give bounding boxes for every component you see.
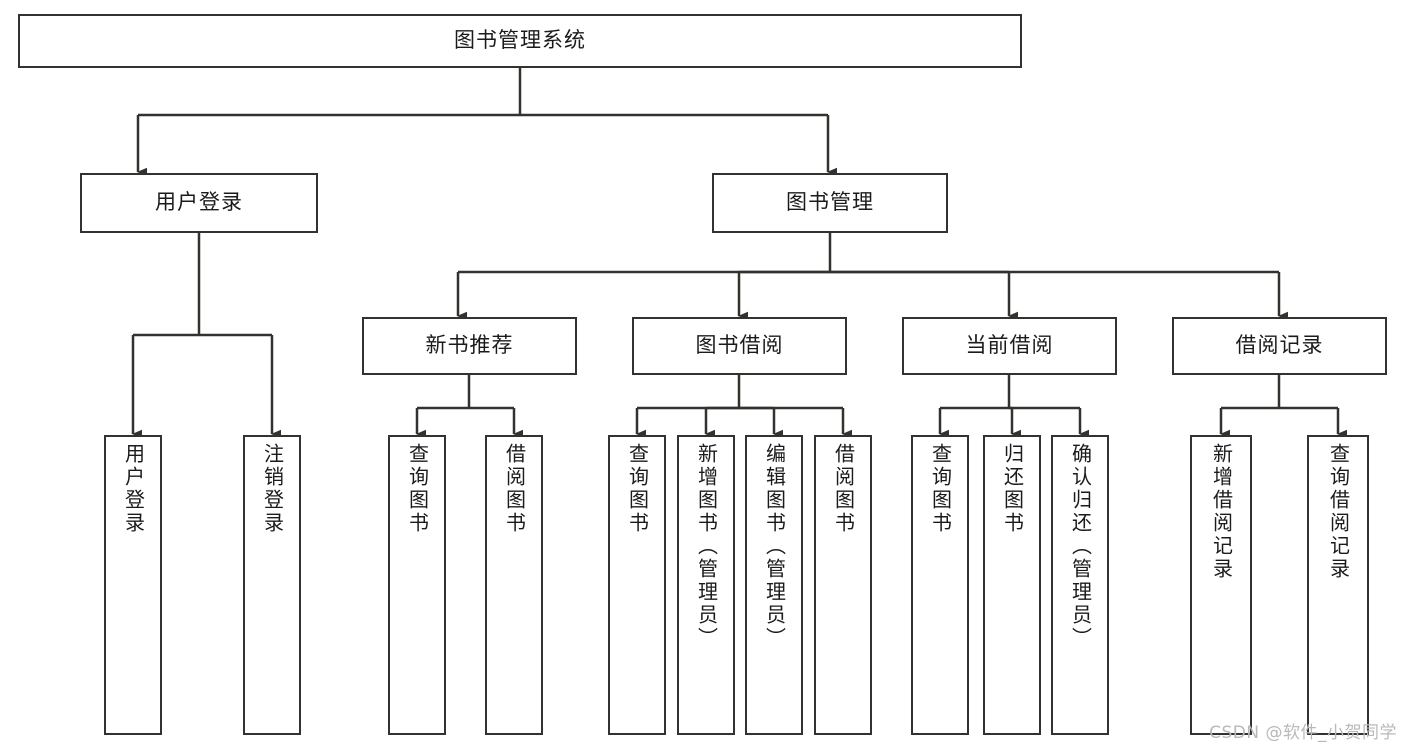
node-book-borrow-label: 图书借阅 bbox=[695, 333, 784, 358]
node-leaf-query-book-3[interactable]: 查询图书 bbox=[911, 435, 969, 735]
node-leaf-borrow-book-2[interactable]: 借阅图书 bbox=[814, 435, 872, 735]
node-new-book-recommend-label: 新书推荐 bbox=[425, 333, 514, 358]
node-current-borrow[interactable]: 当前借阅 bbox=[902, 317, 1117, 375]
node-borrow-record[interactable]: 借阅记录 bbox=[1172, 317, 1387, 375]
node-leaf-query-record-label: 查询借阅记录 bbox=[1326, 443, 1351, 581]
node-leaf-add-record[interactable]: 新增借阅记录 bbox=[1190, 435, 1252, 735]
node-leaf-query-book-2[interactable]: 查询图书 bbox=[608, 435, 666, 735]
node-leaf-user-login-label: 用户登录 bbox=[121, 443, 146, 535]
node-leaf-add-book-label: 新增图书（管理员） bbox=[694, 443, 719, 650]
node-leaf-user-login[interactable]: 用户登录 bbox=[104, 435, 162, 735]
node-leaf-logout[interactable]: 注销登录 bbox=[243, 435, 301, 735]
node-leaf-confirm-return-label: 确认归还（管理员） bbox=[1068, 443, 1093, 650]
node-new-book-recommend[interactable]: 新书推荐 bbox=[362, 317, 577, 375]
node-borrow-record-label: 借阅记录 bbox=[1235, 333, 1324, 358]
node-leaf-return-book-label: 归还图书 bbox=[1000, 443, 1025, 535]
node-leaf-add-record-label: 新增借阅记录 bbox=[1209, 443, 1234, 581]
node-user-login[interactable]: 用户登录 bbox=[80, 173, 318, 233]
edge-group bbox=[131, 68, 1347, 439]
node-leaf-confirm-return[interactable]: 确认归还（管理员） bbox=[1051, 435, 1109, 735]
node-book-borrow[interactable]: 图书借阅 bbox=[632, 317, 847, 375]
node-root-label: 图书管理系统 bbox=[454, 28, 586, 53]
node-book-manage[interactable]: 图书管理 bbox=[712, 173, 948, 233]
node-leaf-query-book-3-label: 查询图书 bbox=[928, 443, 953, 535]
node-leaf-query-record[interactable]: 查询借阅记录 bbox=[1307, 435, 1369, 735]
node-current-borrow-label: 当前借阅 bbox=[965, 333, 1054, 358]
node-leaf-borrow-book-1-label: 借阅图书 bbox=[502, 443, 527, 535]
node-leaf-borrow-book-1[interactable]: 借阅图书 bbox=[485, 435, 543, 735]
node-leaf-query-book-1[interactable]: 查询图书 bbox=[388, 435, 446, 735]
node-leaf-query-book-2-label: 查询图书 bbox=[625, 443, 650, 535]
node-user-login-label: 用户登录 bbox=[155, 190, 243, 215]
node-leaf-logout-label: 注销登录 bbox=[260, 443, 285, 535]
csdn-watermark: CSDN @软件_小贺同学 bbox=[1209, 723, 1397, 743]
node-leaf-return-book[interactable]: 归还图书 bbox=[983, 435, 1041, 735]
node-book-manage-label: 图书管理 bbox=[786, 190, 874, 215]
node-root[interactable]: 图书管理系统 bbox=[18, 14, 1022, 68]
node-leaf-edit-book[interactable]: 编辑图书（管理员） bbox=[745, 435, 803, 735]
node-leaf-query-book-1-label: 查询图书 bbox=[405, 443, 430, 535]
node-leaf-borrow-book-2-label: 借阅图书 bbox=[831, 443, 856, 535]
node-leaf-add-book[interactable]: 新增图书（管理员） bbox=[677, 435, 735, 735]
node-leaf-edit-book-label: 编辑图书（管理员） bbox=[762, 443, 787, 650]
